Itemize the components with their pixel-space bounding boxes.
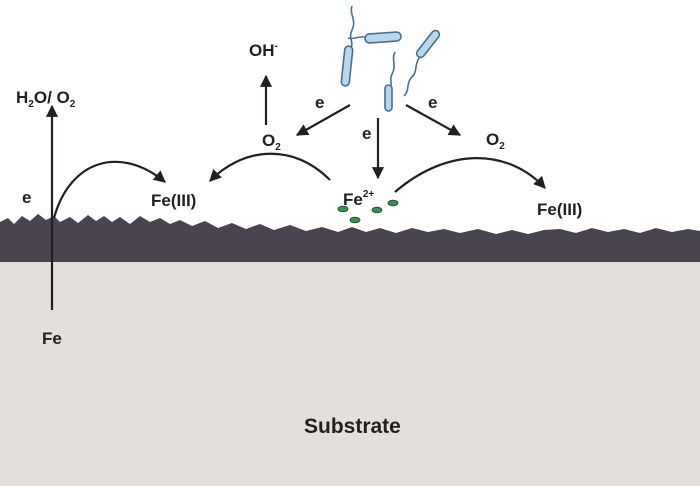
fe2-ion [337, 205, 349, 213]
fe-source-label: Fe [42, 329, 62, 348]
bacterium-rod [340, 45, 354, 87]
fe2-to-fe3-left-arrow [209, 152, 331, 182]
electron-label-upper-left: e [315, 93, 324, 112]
fe2-ion [349, 216, 361, 224]
o2-label-left: O2 [262, 131, 281, 153]
flagellum [389, 51, 396, 89]
fe2-ion [371, 206, 383, 214]
fe2-ion-cluster [337, 199, 399, 224]
flagellum [349, 5, 355, 49]
bacteria-cluster [340, 5, 441, 112]
o2-label-right: O2 [486, 130, 505, 152]
flagellum [347, 36, 366, 40]
bacterium-rod [415, 29, 441, 59]
fe-to-fe3-left-arrow [52, 160, 166, 219]
substrate-block [0, 262, 700, 486]
corrosion-film [0, 214, 700, 262]
flagellum [403, 57, 420, 97]
electron-label-left: e [22, 188, 31, 207]
electron-label-upper-right: e [428, 93, 437, 112]
bacteria-to-o2-right-arrow [405, 104, 462, 136]
fe2-ion [387, 199, 399, 207]
fe3-label-right: Fe(III) [537, 200, 582, 219]
fe3-label-left: Fe(III) [151, 191, 196, 210]
bacterium-rod [364, 31, 402, 44]
fe2-to-fe3-right-arrow [394, 157, 546, 193]
fe2-label: Fe2+ [343, 189, 374, 209]
electron-label-center: e [362, 124, 371, 143]
h2o-o2-label: H2O/ O2 [16, 88, 76, 110]
oh-label: OH- [249, 41, 278, 60]
bacterium-rod [384, 84, 393, 112]
bacteria-to-o2-left-arrow [295, 104, 351, 136]
substrate-label: Substrate [304, 415, 401, 438]
